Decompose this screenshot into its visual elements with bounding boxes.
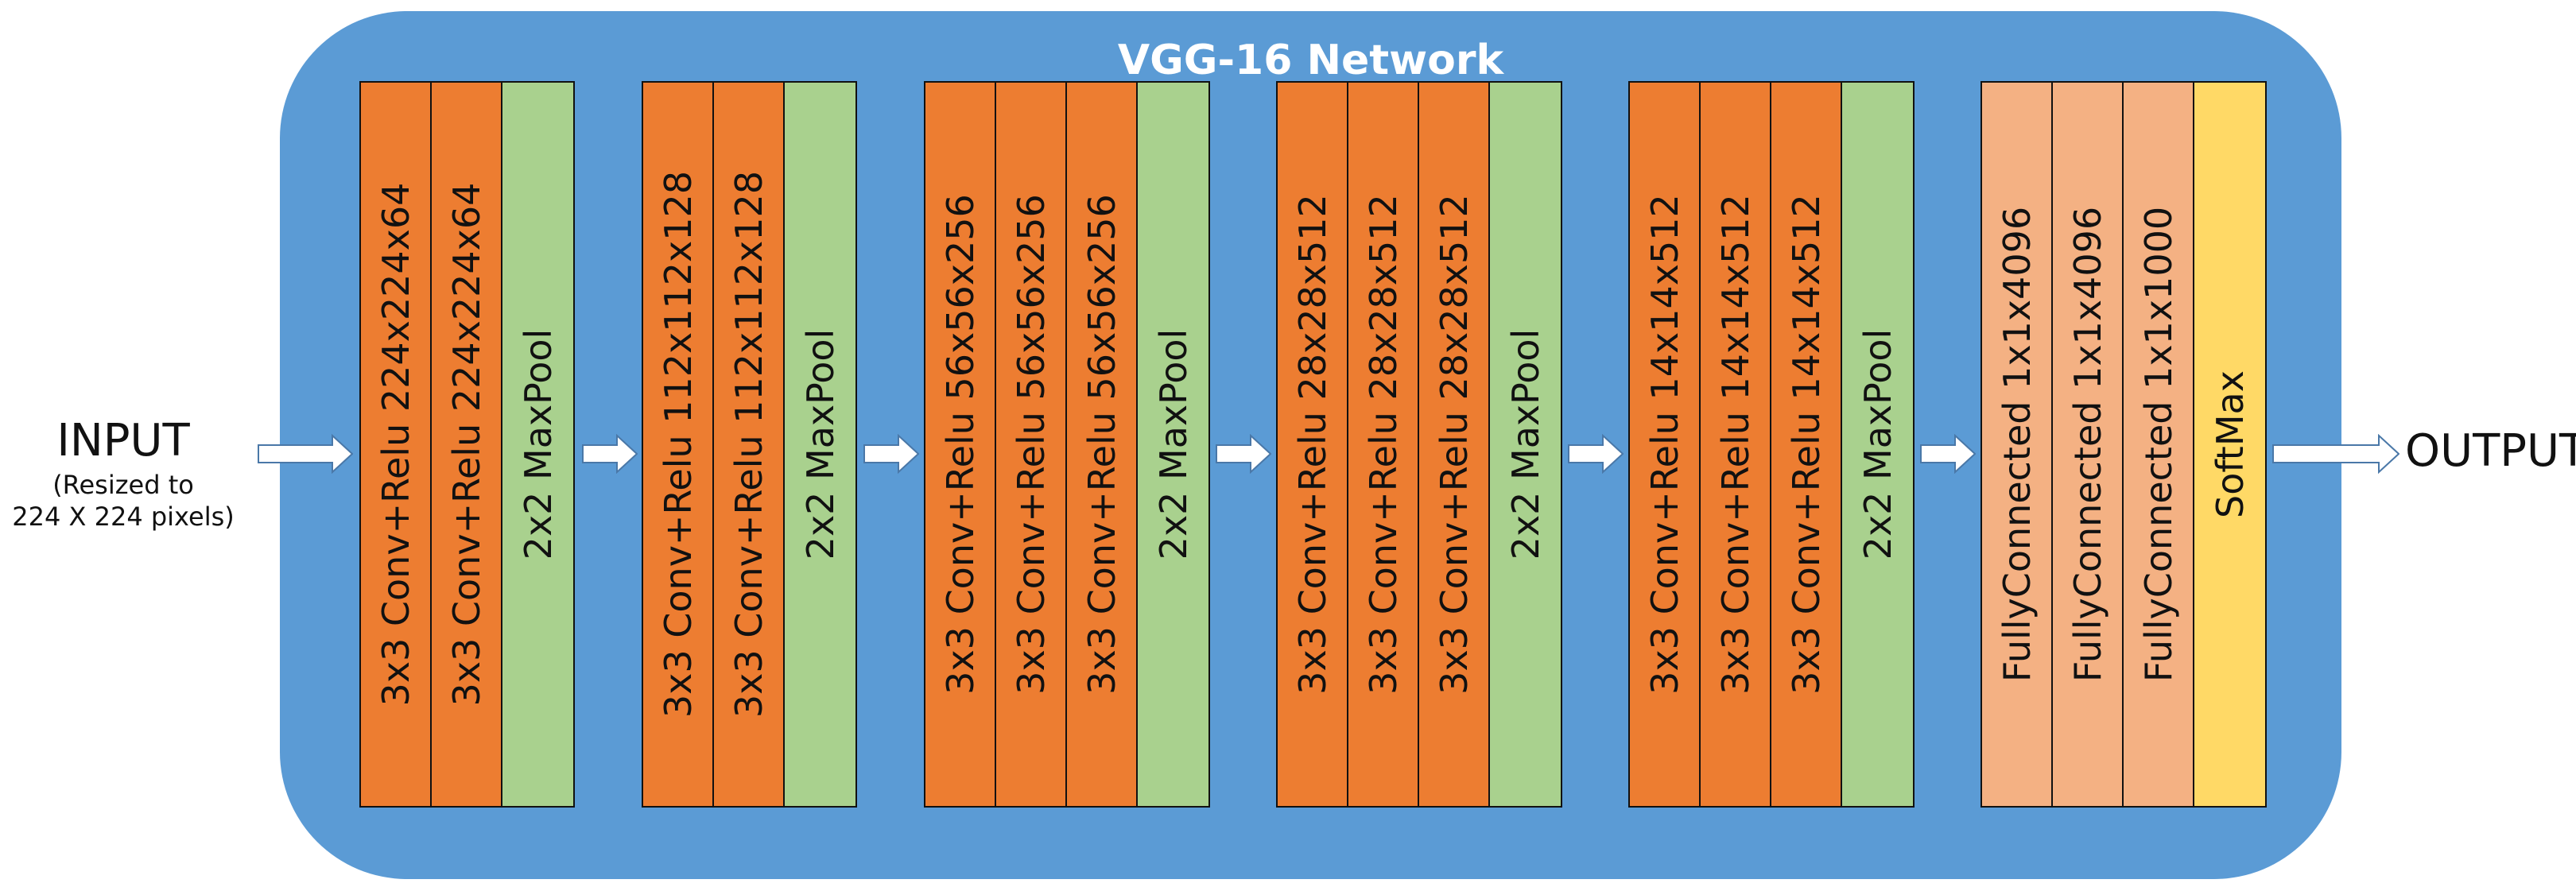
layer-label: 3x3 Conv+Relu 14x14x512: [1643, 194, 1686, 695]
right-arrow-icon: [1920, 434, 1976, 474]
conv-layer: 3x3 Conv+Relu 28x28x512: [1419, 83, 1490, 806]
input-label: INPUT: [56, 415, 190, 467]
layer-label: SoftMax: [2208, 370, 2252, 518]
layer-label: 2x2 MaxPool: [1503, 328, 1547, 560]
layer-block-6: FullyConnected 1x1x4096 FullyConnected 1x…: [1980, 81, 2267, 808]
conv-layer: 3x3 Conv+Relu 112x112x128: [643, 83, 714, 806]
output-label: OUTPUT: [2405, 425, 2576, 477]
conv-layer: 3x3 Conv+Relu 224x224x64: [432, 83, 502, 806]
pool-layer: 2x2 MaxPool: [1138, 83, 1208, 806]
layer-label: 3x3 Conv+Relu 14x14x512: [1784, 194, 1828, 695]
conv-layer: 3x3 Conv+Relu 14x14x512: [1701, 83, 1771, 806]
conv-layer: 3x3 Conv+Relu 56x56x256: [1067, 83, 1138, 806]
layer-block-5: 3x3 Conv+Relu 14x14x512 3x3 Conv+Relu 14x…: [1628, 81, 1915, 808]
layer-block-1: 3x3 Conv+Relu 224x224x64 3x3 Conv+Relu 22…: [359, 81, 575, 808]
pool-layer: 2x2 MaxPool: [1490, 83, 1561, 806]
fc-layer: FullyConnected 1x1x4096: [2053, 83, 2124, 806]
conv-layer: 3x3 Conv+Relu 14x14x512: [1771, 83, 1842, 806]
layer-label: 3x3 Conv+Relu 224x224x64: [444, 182, 488, 707]
layer-label: 2x2 MaxPool: [798, 328, 842, 560]
softmax-layer: SoftMax: [2194, 83, 2265, 806]
pool-layer: 2x2 MaxPool: [502, 83, 573, 806]
layer-label: 3x3 Conv+Relu 28x28x512: [1290, 194, 1334, 695]
layer-label: 3x3 Conv+Relu 14x14x512: [1713, 194, 1757, 695]
conv-layer: 3x3 Conv+Relu 28x28x512: [1348, 83, 1419, 806]
layer-block-2: 3x3 Conv+Relu 112x112x128 3x3 Conv+Relu 1…: [642, 81, 857, 808]
pool-layer: 2x2 MaxPool: [785, 83, 855, 806]
conv-layer: 3x3 Conv+Relu 14x14x512: [1630, 83, 1701, 806]
fc-layer: FullyConnected 1x1x1000: [2124, 83, 2194, 806]
layer-label: 2x2 MaxPool: [516, 328, 560, 560]
layer-label: FullyConnected 1x1x4096: [2066, 206, 2109, 683]
input-sublabel: (Resized to 224 X 224 pixels): [0, 469, 246, 533]
conv-layer: 3x3 Conv+Relu 56x56x256: [925, 83, 996, 806]
right-arrow-icon: [258, 434, 353, 474]
layer-label: 3x3 Conv+Relu 112x112x128: [727, 170, 770, 719]
right-arrow-icon: [1216, 434, 1271, 474]
pool-layer: 2x2 MaxPool: [1842, 83, 1913, 806]
layer-block-4: 3x3 Conv+Relu 28x28x512 3x3 Conv+Relu 28x…: [1276, 81, 1562, 808]
layer-label: 3x3 Conv+Relu 28x28x512: [1432, 194, 1476, 695]
right-arrow-icon: [863, 434, 919, 474]
layer-label: 3x3 Conv+Relu 28x28x512: [1361, 194, 1405, 695]
layer-label: 3x3 Conv+Relu 56x56x256: [938, 194, 982, 695]
right-arrow-icon: [1568, 434, 1624, 474]
conv-layer: 3x3 Conv+Relu 28x28x512: [1278, 83, 1348, 806]
right-arrow-icon: [582, 434, 638, 474]
layer-label: 2x2 MaxPool: [1151, 328, 1195, 560]
fc-layer: FullyConnected 1x1x4096: [1982, 83, 2053, 806]
layer-label: 3x3 Conv+Relu 56x56x256: [1009, 194, 1053, 695]
conv-layer: 3x3 Conv+Relu 224x224x64: [361, 83, 432, 806]
network-title: VGG-16 Network: [1117, 37, 1504, 84]
layer-label: FullyConnected 1x1x4096: [1995, 206, 2039, 683]
layer-label: 3x3 Conv+Relu 56x56x256: [1080, 194, 1123, 695]
layer-label: 3x3 Conv+Relu 112x112x128: [656, 170, 700, 719]
conv-layer: 3x3 Conv+Relu 112x112x128: [714, 83, 785, 806]
input-sublabel-line-1: (Resized to: [52, 470, 194, 500]
conv-layer: 3x3 Conv+Relu 56x56x256: [996, 83, 1067, 806]
layer-label: 2x2 MaxPool: [1856, 328, 1899, 560]
right-arrow-icon: [2272, 434, 2399, 474]
layer-label: FullyConnected 1x1x1000: [2136, 206, 2180, 683]
layer-label: 3x3 Conv+Relu 224x224x64: [374, 182, 417, 707]
input-sublabel-line-2: 224 X 224 pixels): [12, 502, 235, 532]
layer-block-3: 3x3 Conv+Relu 56x56x256 3x3 Conv+Relu 56x…: [924, 81, 1210, 808]
